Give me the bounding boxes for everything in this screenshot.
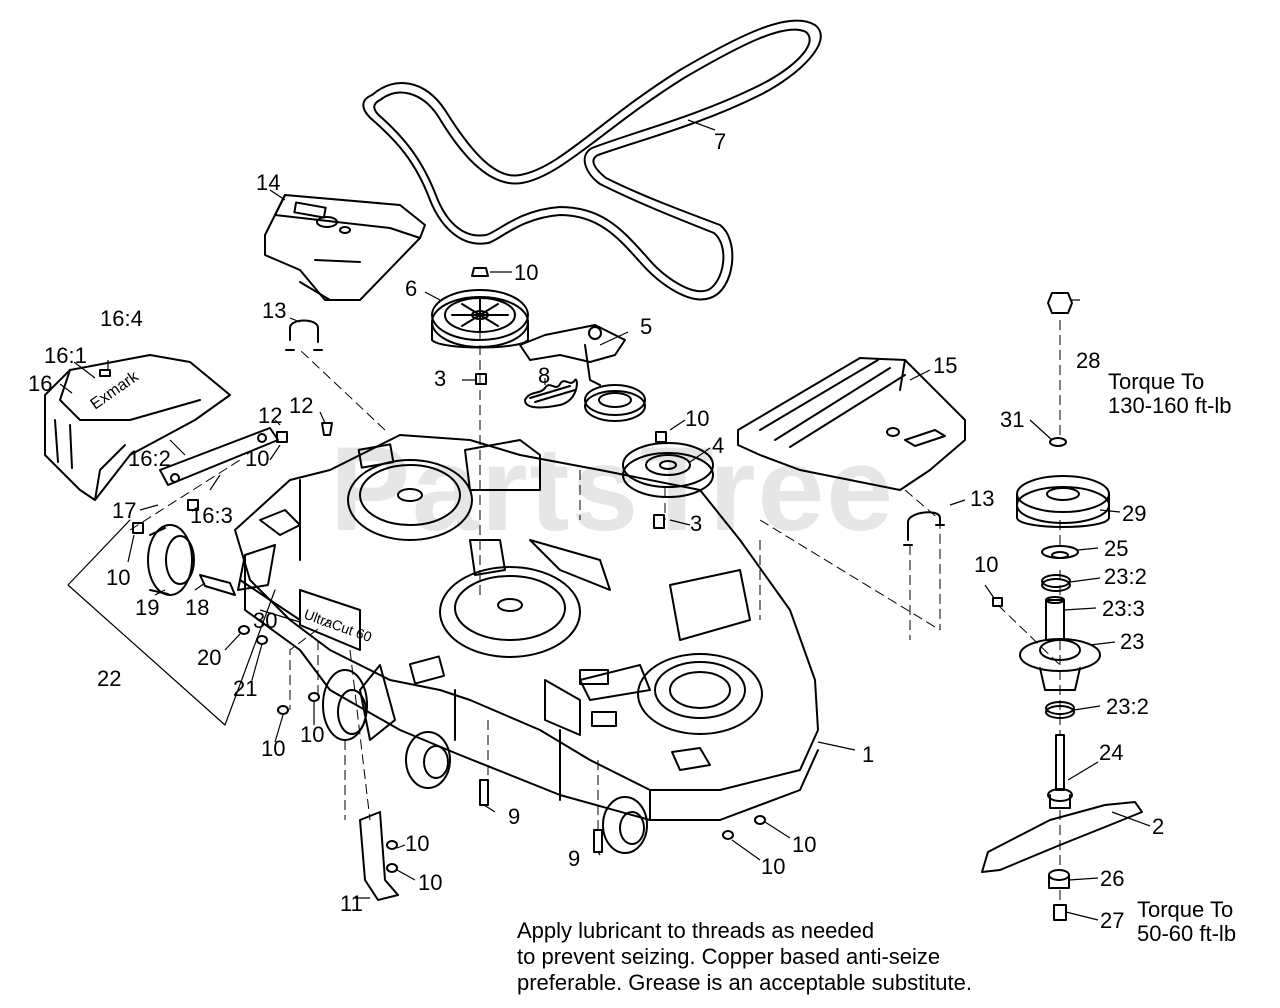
callout-12[interactable]: 12 bbox=[258, 403, 283, 428]
callout-23-3[interactable]: 23:3 bbox=[1102, 596, 1145, 621]
mower-deck[interactable] bbox=[234, 434, 819, 821]
callout-8[interactable]: 8 bbox=[538, 363, 551, 388]
callout-15[interactable]: 15 bbox=[933, 353, 958, 378]
hairpin-bolt-left[interactable] bbox=[285, 319, 323, 351]
callout-7[interactable]: 7 bbox=[714, 129, 727, 154]
callout-10[interactable]: 10 bbox=[974, 552, 999, 577]
callout-2[interactable]: 2 bbox=[1152, 814, 1165, 839]
callout-22[interactable]: 22 bbox=[97, 666, 122, 691]
callout-11[interactable]: 11 bbox=[340, 891, 363, 916]
pulley-small[interactable] bbox=[584, 384, 646, 422]
callout-14[interactable]: 14 bbox=[256, 170, 281, 195]
callout-23-2[interactable]: 23:2 bbox=[1104, 564, 1147, 589]
callout-23-2[interactable]: 23:2 bbox=[1106, 694, 1149, 719]
callout-10[interactable]: 10 bbox=[792, 832, 817, 857]
callout-5[interactable]: 5 bbox=[640, 314, 653, 339]
callout-24[interactable]: 24 bbox=[1099, 740, 1124, 765]
callout-27[interactable]: 27 bbox=[1100, 908, 1125, 933]
callout-26[interactable]: 26 bbox=[1100, 866, 1125, 891]
callout-1[interactable]: 1 bbox=[862, 742, 875, 767]
bearing-spacer[interactable] bbox=[1045, 596, 1065, 641]
callout-29[interactable]: 29 bbox=[1122, 501, 1147, 526]
callout-25[interactable]: 25 bbox=[1104, 536, 1129, 561]
belt-cover-left[interactable] bbox=[264, 194, 426, 301]
deck-decal-text: UltraCut 60 bbox=[302, 606, 374, 645]
hardware-top-nut[interactable] bbox=[471, 267, 489, 277]
gauge-wheel-left[interactable] bbox=[405, 731, 451, 789]
callout-10[interactable]: 10 bbox=[418, 870, 443, 895]
callout-10[interactable]: 10 bbox=[685, 406, 710, 431]
torque-spec-blade-bolt: Torque To 50-60 ft-lb bbox=[1137, 897, 1237, 947]
drive-belt[interactable] bbox=[362, 19, 822, 301]
spindle-nut[interactable] bbox=[1047, 292, 1073, 314]
callout-16[interactable]: 16 bbox=[28, 371, 53, 396]
note-line: preferable. Grease is an acceptable subs… bbox=[517, 969, 972, 995]
torque-spec-spindle-nut: Torque To 130-160 ft-lb bbox=[1108, 369, 1232, 419]
callout-4[interactable]: 4 bbox=[712, 433, 725, 458]
callout-10[interactable]: 10 bbox=[761, 854, 786, 879]
svg-text:Exmark: Exmark bbox=[88, 368, 143, 414]
tension-spring[interactable] bbox=[524, 378, 578, 409]
callout-10[interactable]: 10 bbox=[405, 831, 430, 856]
callout-9[interactable]: 9 bbox=[508, 804, 521, 829]
callout-28[interactable]: 28 bbox=[1076, 348, 1101, 373]
axle-bolt[interactable] bbox=[199, 574, 236, 596]
callout-16-3[interactable]: 16:3 bbox=[190, 503, 233, 528]
callout-3[interactable]: 3 bbox=[434, 366, 447, 391]
mower-blade[interactable] bbox=[981, 801, 1143, 873]
torque-line-1: Torque To bbox=[1108, 369, 1205, 394]
spindle-shaft[interactable] bbox=[1047, 734, 1073, 809]
torque-line-1: Torque To bbox=[1137, 897, 1234, 922]
note-line: Apply lubricant to threads as needed bbox=[517, 918, 875, 943]
callout-31[interactable]: 31 bbox=[1000, 407, 1025, 432]
callout-12[interactable]: 12 bbox=[289, 393, 314, 418]
lubrication-note: Apply lubricant to threads as needed to … bbox=[517, 918, 972, 996]
torque-line-2: 130-160 ft-lb bbox=[1108, 393, 1232, 419]
callout-23[interactable]: 23 bbox=[1120, 629, 1145, 654]
note-line: to prevent seizing. Copper based anti-se… bbox=[517, 943, 941, 969]
callout-13[interactable]: 13 bbox=[262, 298, 287, 323]
callout-17[interactable]: 17 bbox=[112, 498, 137, 523]
callout-10[interactable]: 10 bbox=[106, 565, 131, 590]
torque-line-2: 50-60 ft-lb bbox=[1137, 921, 1237, 947]
anti-scalp-wheel[interactable] bbox=[147, 524, 195, 596]
deck-decal: UltraCut 60 bbox=[299, 589, 374, 651]
callout-21[interactable]: 21 bbox=[233, 676, 258, 701]
callout-30[interactable]: 30 bbox=[253, 608, 278, 633]
blade-bolt[interactable] bbox=[1053, 904, 1067, 921]
callout-13[interactable]: 13 bbox=[970, 486, 995, 511]
hardware-items[interactable] bbox=[99, 369, 1003, 873]
belt-cover-right[interactable] bbox=[737, 357, 966, 491]
idler-arm[interactable] bbox=[519, 324, 626, 386]
callout-3[interactable]: 3 bbox=[690, 511, 703, 536]
pulley-spacer[interactable] bbox=[1041, 545, 1079, 559]
callout-10[interactable]: 10 bbox=[261, 736, 286, 761]
callout-9[interactable]: 9 bbox=[568, 846, 581, 871]
spindle-washer[interactable] bbox=[1049, 437, 1067, 447]
deck-shield-front[interactable]: Exmark bbox=[44, 354, 231, 501]
spindle-pulley[interactable] bbox=[1016, 475, 1110, 528]
callout-19[interactable]: 19 bbox=[135, 595, 160, 620]
callout-16-2[interactable]: 16:2 bbox=[128, 446, 171, 471]
bearing-upper[interactable] bbox=[1041, 574, 1071, 592]
callout-10[interactable]: 10 bbox=[245, 446, 270, 471]
callout-18[interactable]: 18 bbox=[185, 595, 210, 620]
skid-plate[interactable] bbox=[359, 811, 399, 901]
callout-16-4[interactable]: 16:4 bbox=[100, 306, 143, 331]
callout-10[interactable]: 10 bbox=[514, 260, 539, 285]
wheel-bracket[interactable] bbox=[237, 544, 276, 591]
hairpin-bolt-right[interactable] bbox=[903, 511, 945, 546]
callout-10[interactable]: 10 bbox=[300, 722, 325, 747]
blade-washer[interactable] bbox=[1048, 869, 1070, 889]
callout-16-1[interactable]: 16:1 bbox=[44, 343, 87, 368]
gauge-wheel-right[interactable] bbox=[602, 796, 648, 854]
callout-20[interactable]: 20 bbox=[197, 645, 222, 670]
callout-6[interactable]: 6 bbox=[405, 276, 418, 301]
